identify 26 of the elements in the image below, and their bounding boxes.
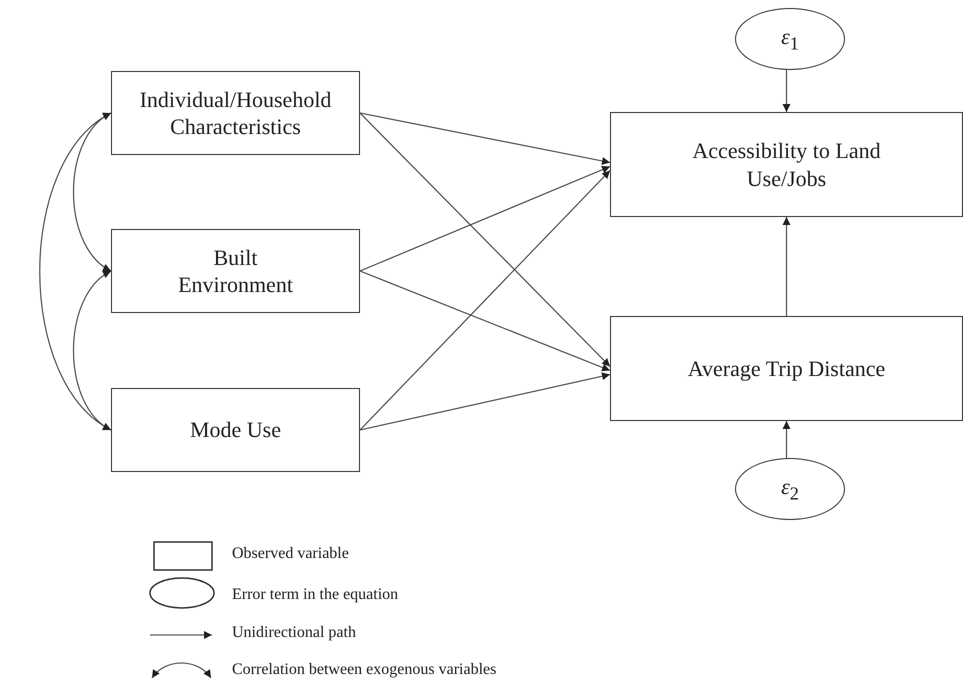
error-symbol: ε$_{2}$ xyxy=(780,472,800,506)
legend-label: Unidirectional path xyxy=(232,624,356,642)
error-symbol: ε$_{1}$ xyxy=(780,22,800,56)
variable-box xyxy=(111,388,360,472)
legend-label: Error term in the equation xyxy=(232,586,398,604)
variable-box xyxy=(111,229,360,313)
path-arrow xyxy=(782,421,790,458)
path-arrow xyxy=(360,112,610,165)
legend-label: Correlation between exogenous variables xyxy=(232,661,496,679)
variable-box xyxy=(610,112,963,217)
path-arrow xyxy=(360,372,610,431)
variable-label: Average Trip Distance xyxy=(686,354,886,382)
path-arrow xyxy=(360,112,610,367)
legend-label: Observed variable xyxy=(232,545,349,563)
variable-box xyxy=(610,316,963,421)
variable-label: Accessibility to Land Use/Jobs xyxy=(691,137,882,192)
variable-label: Individual/Household Characteristics xyxy=(138,86,332,140)
correlation-arrow xyxy=(39,112,112,430)
path-arrow xyxy=(360,166,610,272)
path-arrow xyxy=(782,217,790,316)
path-arrow xyxy=(360,270,610,372)
path-arrow xyxy=(782,70,790,112)
variable-label: Built Environment xyxy=(177,244,294,298)
variable-box xyxy=(111,71,360,155)
path-arrow xyxy=(360,170,610,430)
variable-label: Mode Use xyxy=(188,416,282,444)
